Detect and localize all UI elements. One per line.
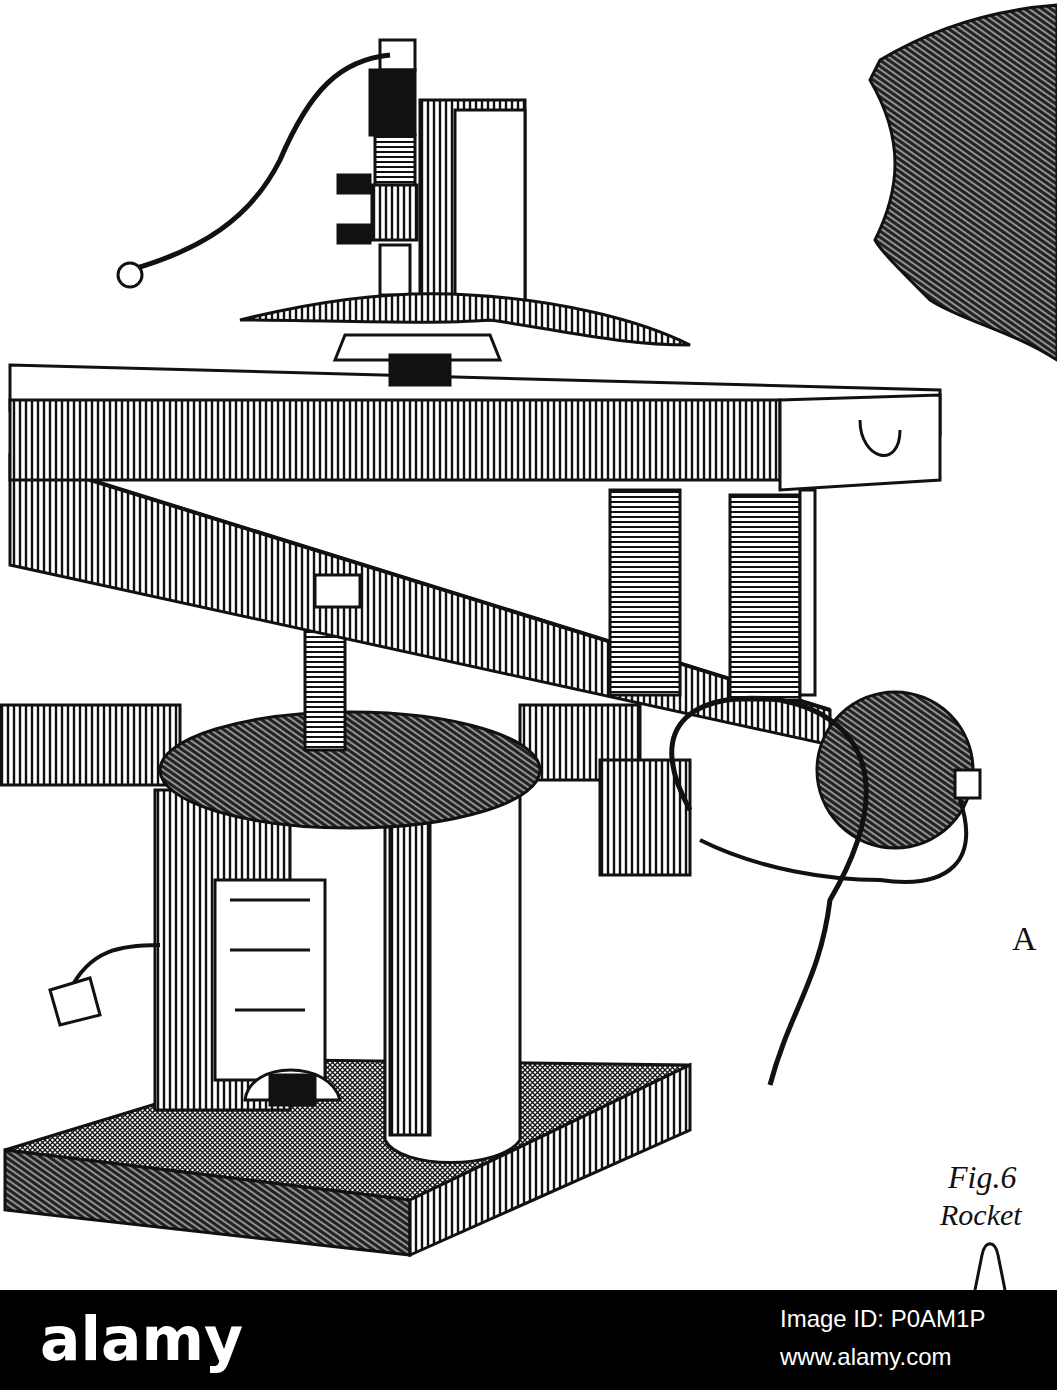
watermark-id: Image ID: P0AM1P — [780, 1306, 985, 1332]
watermark-url: www.alamy.com — [780, 1344, 952, 1370]
watermark-bar — [0, 1290, 1057, 1390]
watermark-logo: alamy — [40, 1306, 243, 1372]
part-letter: A — [1012, 920, 1037, 957]
figure-caption: Rocket — [940, 1198, 1022, 1231]
figure-number: Fig.6 — [948, 1160, 1016, 1195]
machine-drawing — [0, 5, 1057, 1290]
